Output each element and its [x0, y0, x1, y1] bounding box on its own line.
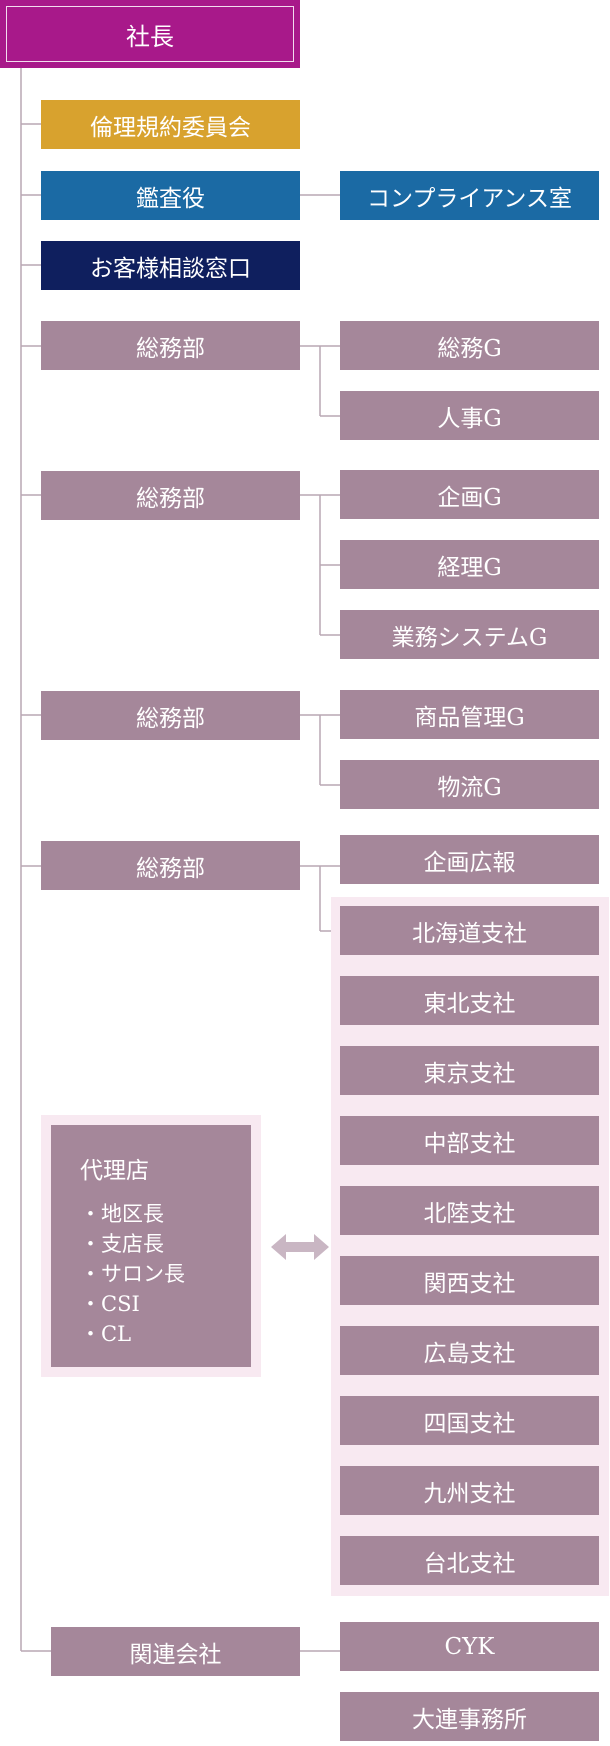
compliance-office-label: コンプライアンス室 [367, 185, 572, 212]
branch-box: 広島支社 [340, 1326, 599, 1375]
group-label: 商品管理G [414, 704, 525, 731]
branch-label: 広島支社 [423, 1340, 516, 1367]
branch-label: 九州支社 [423, 1480, 516, 1507]
branch-label: 台北支社 [423, 1550, 516, 1577]
department-label: 総務部 [136, 335, 205, 362]
president-box: 社長 [0, 0, 300, 68]
group-box: 総務G [340, 321, 599, 370]
customer-desk-box: お客様相談窓口 [41, 241, 300, 290]
department-box: 総務部 [41, 471, 300, 520]
group-box: 物流G [340, 760, 599, 809]
group-box: 企画G [340, 470, 599, 519]
branch-box: 四国支社 [340, 1396, 599, 1445]
department-box: 総務部 [41, 841, 300, 890]
auditor-box: 鑑査役 [41, 171, 300, 220]
group-box: 企画広報 [340, 835, 599, 884]
group-box: 経理G [340, 540, 599, 589]
group-label: 業務システムG [391, 624, 548, 651]
branch-box: 東京支社 [340, 1046, 599, 1095]
group-box: 人事G [340, 391, 599, 440]
branch-label: 四国支社 [423, 1410, 516, 1437]
ethics-committee-box: 倫理規約委員会 [41, 100, 300, 149]
department-box: 総務部 [41, 691, 300, 740]
branch-label: 関西支社 [423, 1270, 516, 1297]
group-box: 業務システムG [340, 610, 599, 659]
branch-label: 東京支社 [423, 1060, 516, 1087]
branch-box: 北海道支社 [340, 906, 599, 955]
branch-box: 東北支社 [340, 976, 599, 1025]
branch-box: 台北支社 [340, 1536, 599, 1585]
branch-box: 関西支社 [340, 1256, 599, 1305]
group-label: 経理G [437, 554, 502, 581]
department-label: 総務部 [136, 485, 205, 512]
agency-box: 代理店 地区長 支店長 サロン長 CSI CL [51, 1125, 251, 1367]
branch-label: 中部支社 [423, 1130, 516, 1157]
branch-box: 九州支社 [340, 1466, 599, 1515]
affiliate-member-label: CYK [444, 1633, 495, 1660]
branch-box: 中部支社 [340, 1116, 599, 1165]
group-label: 企画広報 [423, 849, 516, 876]
affiliates-label: 関連会社 [129, 1641, 222, 1668]
group-label: 総務G [437, 335, 502, 362]
customer-desk-label: お客様相談窓口 [90, 255, 251, 282]
agency-role-list: 地区長 支店長 サロン長 CSI CL [80, 1199, 251, 1349]
branch-box: 北陸支社 [340, 1186, 599, 1235]
branch-label: 東北支社 [423, 990, 516, 1017]
affiliates-box: 関連会社 [51, 1627, 300, 1676]
branch-label: 北海道支社 [412, 920, 527, 947]
affiliate-member-box: 大連事務所 [340, 1692, 599, 1741]
double-arrow-icon [271, 1234, 329, 1260]
department-label: 総務部 [136, 705, 205, 732]
group-label: 企画G [437, 484, 502, 511]
auditor-label: 鑑査役 [136, 185, 205, 212]
agency-title: 代理店 [80, 1158, 149, 1184]
agency-role-item: CL [80, 1319, 251, 1349]
group-box: 商品管理G [340, 690, 599, 739]
group-label: 物流G [437, 774, 502, 801]
affiliate-member-label: 大連事務所 [412, 1706, 527, 1733]
branch-label: 北陸支社 [423, 1200, 516, 1227]
agency-role-item: CSI [80, 1289, 251, 1319]
agency-role-item: サロン長 [80, 1259, 251, 1289]
compliance-office-box: コンプライアンス室 [340, 171, 599, 220]
agency-role-item: 支店長 [80, 1229, 251, 1259]
affiliate-member-box: CYK [340, 1622, 599, 1671]
agency-role-item: 地区長 [80, 1199, 251, 1229]
department-label: 総務部 [136, 855, 205, 882]
ethics-committee-label: 倫理規約委員会 [90, 114, 251, 141]
president-label: 社長 [126, 22, 174, 51]
group-label: 人事G [437, 405, 502, 432]
department-box: 総務部 [41, 321, 300, 370]
